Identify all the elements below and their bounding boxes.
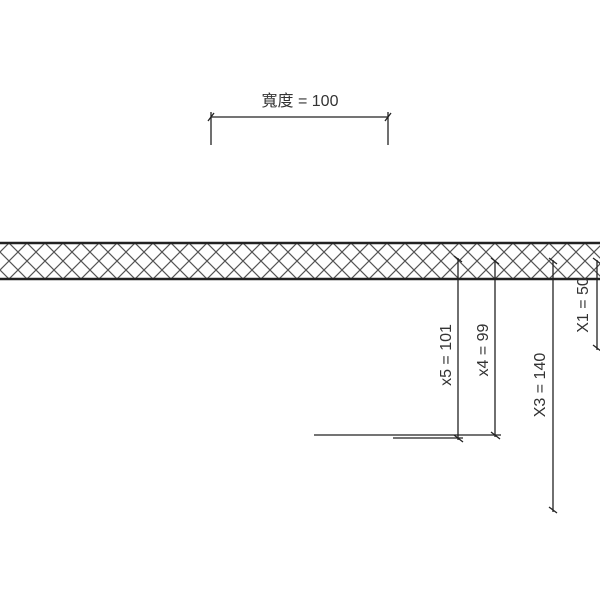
x4-label: x4 = 99 — [475, 323, 492, 376]
hatched-wall-band[interactable] — [0, 241, 600, 281]
x4-dimension[interactable] — [314, 257, 501, 440]
x3-label: X3 = 140 — [532, 353, 549, 418]
x5-dimension[interactable] — [393, 255, 464, 443]
x1-label: X1 = 50 — [575, 277, 592, 333]
width-label: 寬度 = 100 — [262, 92, 339, 110]
x3-dimension[interactable] — [548, 257, 558, 514]
width-dimension[interactable] — [207, 112, 392, 145]
x5-label: x5 = 101 — [438, 324, 455, 386]
